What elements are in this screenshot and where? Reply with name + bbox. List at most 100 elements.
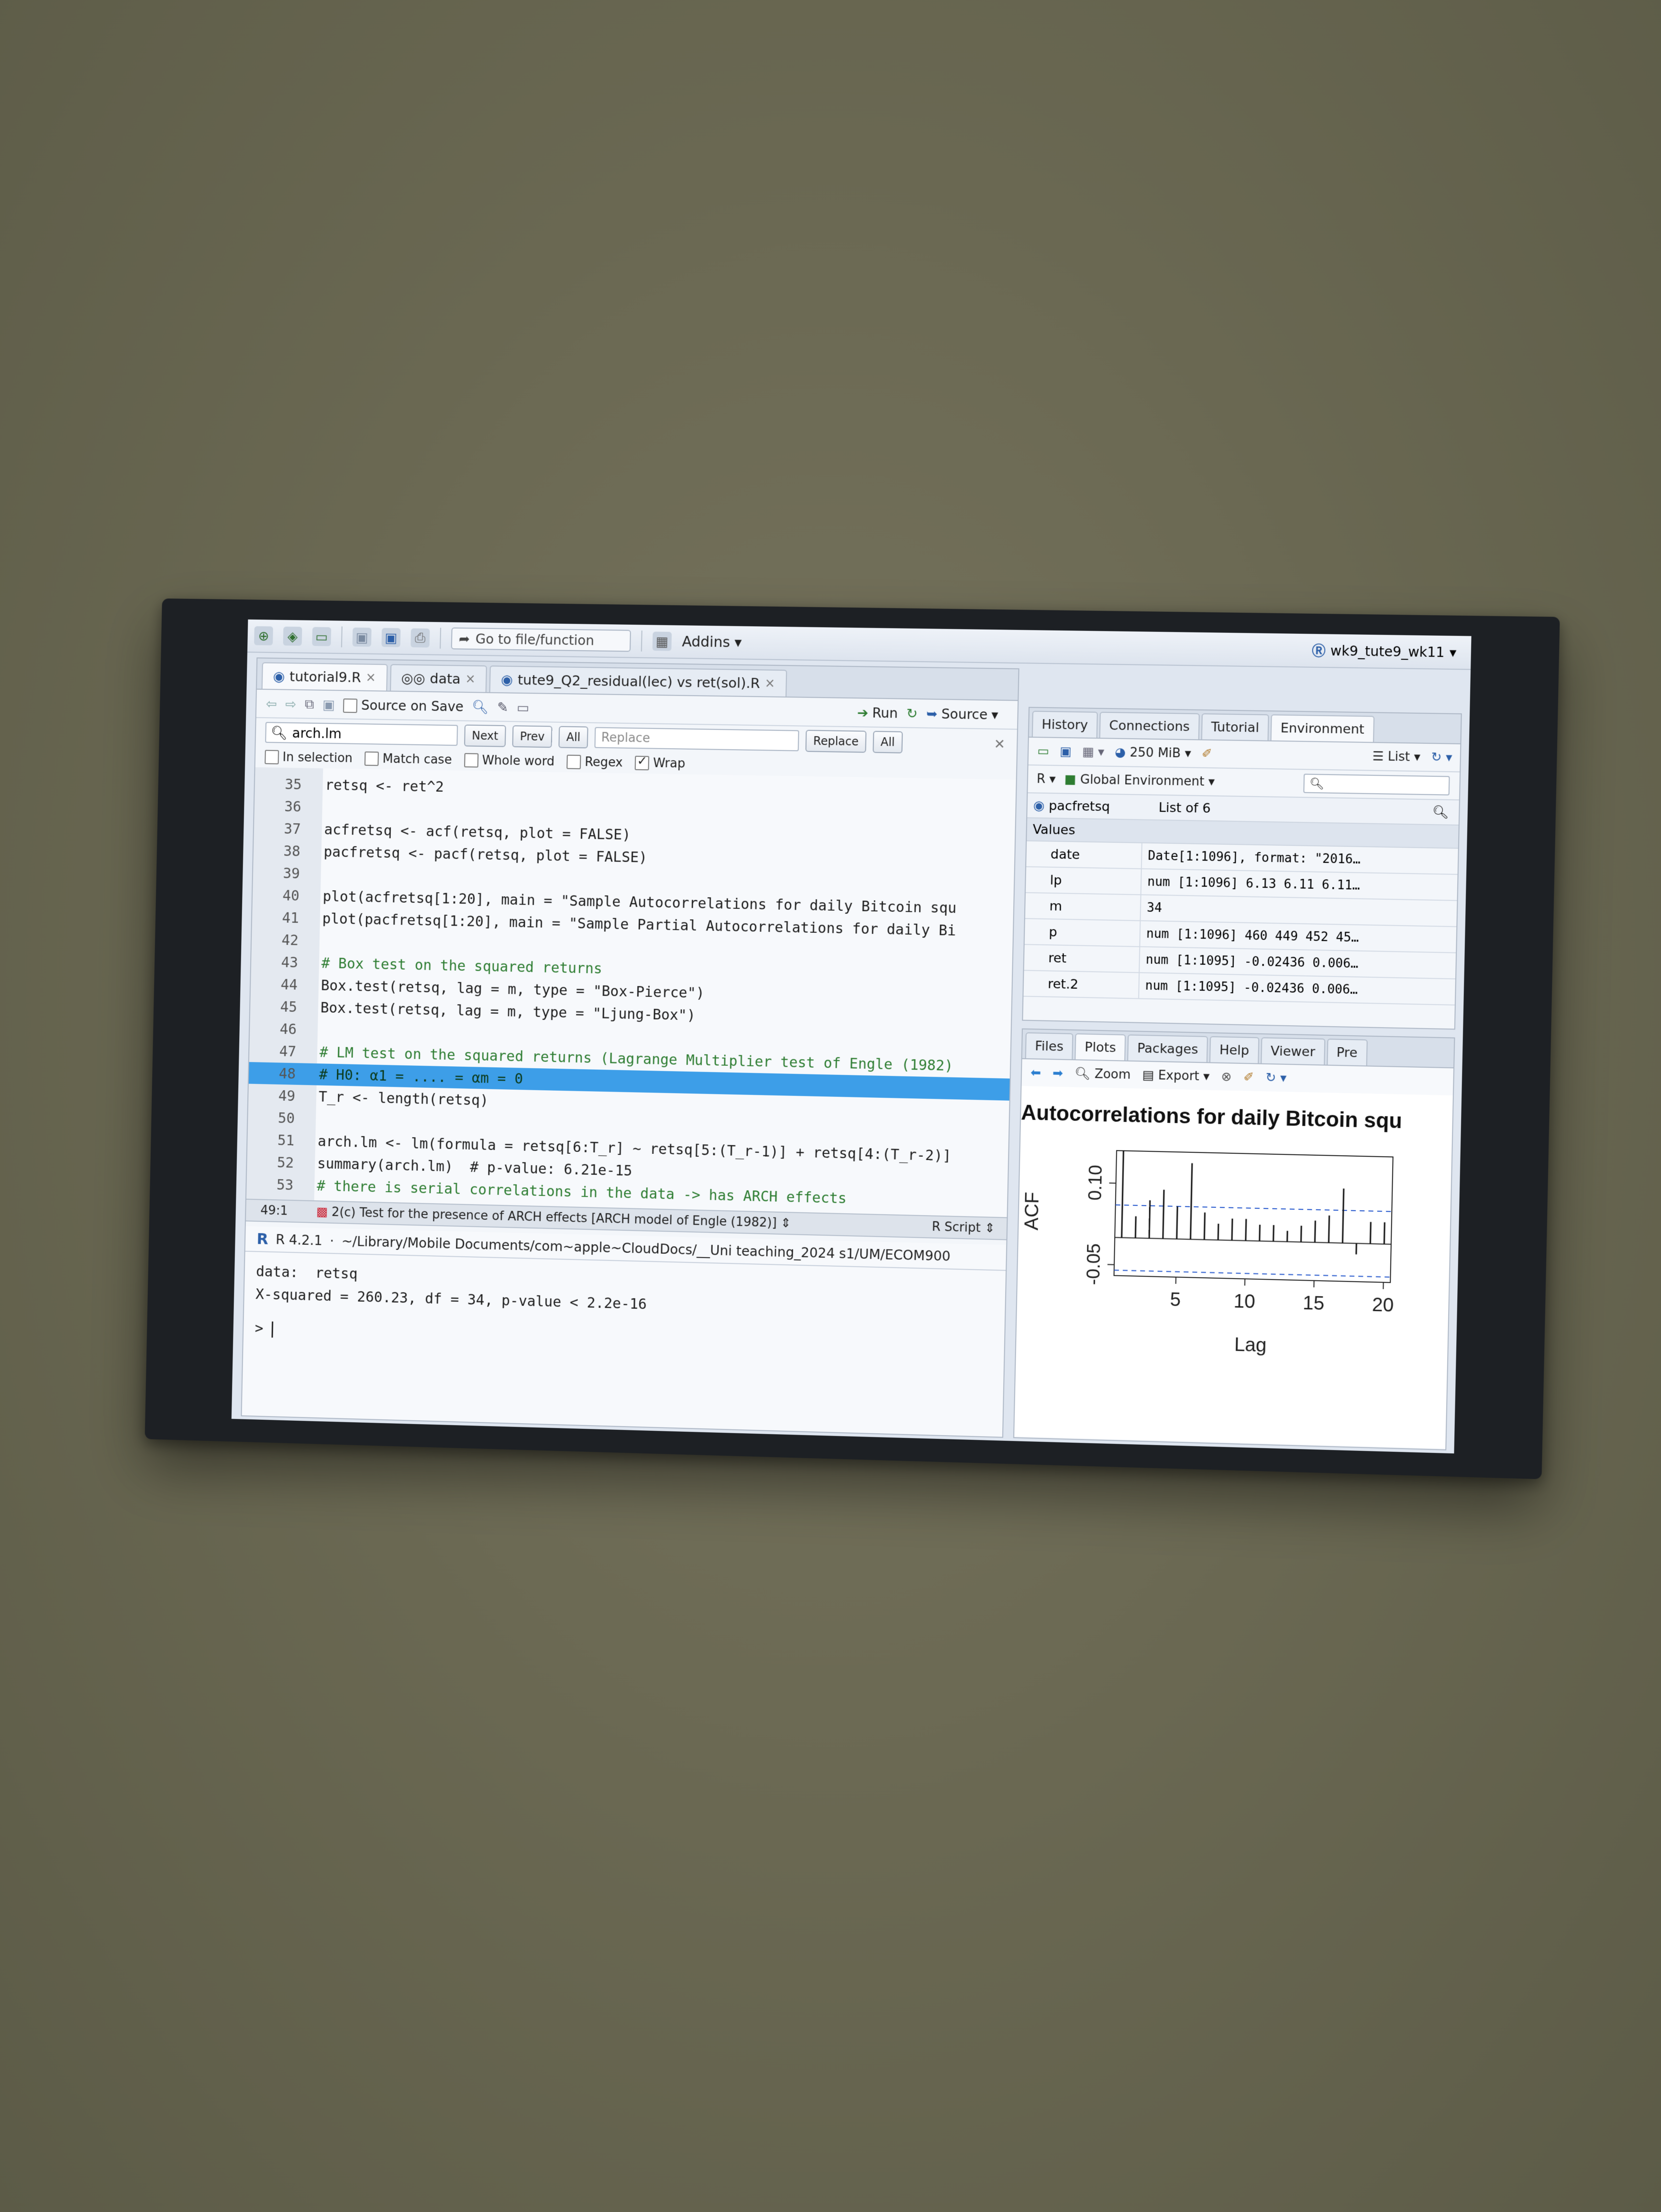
tab-connections[interactable]: Connections (1099, 712, 1200, 739)
tab-viewer[interactable]: Viewer (1261, 1037, 1325, 1064)
option-label: Whole word (482, 753, 554, 769)
export-menu[interactable]: ▤ Export ▾ (1142, 1068, 1209, 1084)
broom-icon[interactable]: ✐ (1202, 747, 1213, 762)
print-icon[interactable]: ⎙ (410, 628, 430, 647)
save-all-icon[interactable]: ▣ (381, 628, 400, 647)
save-workspace-icon[interactable]: ▣ (1060, 744, 1072, 759)
line-number: 45 (250, 998, 307, 1016)
console-pane[interactable]: R R 4.2.1 · ~/Library/Mobile Documents/c… (242, 1226, 1007, 1437)
line-number: 43 (251, 953, 308, 971)
checkbox[interactable] (265, 750, 279, 764)
tab-history[interactable]: History (1032, 711, 1098, 738)
list-view-menu[interactable]: ☰ List ▾ (1373, 749, 1421, 764)
checkbox-checked[interactable] (635, 756, 649, 770)
replace-all-button[interactable]: All (873, 731, 903, 753)
replace-button[interactable]: Replace (806, 730, 867, 753)
tab-environment[interactable]: Environment (1271, 714, 1374, 742)
option-label: Match case (382, 752, 452, 767)
search-icon[interactable]: 🔍︎ (472, 699, 489, 715)
wrap-option[interactable]: Wrap (635, 756, 685, 771)
line-number: 40 (253, 887, 309, 905)
save-icon[interactable]: ▣ (322, 697, 335, 712)
memory-usage[interactable]: ◕ 250 MiB ▾ (1115, 745, 1191, 761)
forward-icon[interactable]: ⇨ (285, 696, 297, 712)
variable-name: date (1026, 841, 1142, 868)
open-folder-icon[interactable]: ▭ (312, 627, 331, 646)
new-project-icon[interactable]: ◈ (283, 627, 302, 646)
broom-icon[interactable]: ✐ (1243, 1070, 1254, 1085)
file-type-menu[interactable]: R Script ⇕ (931, 1220, 995, 1236)
expand-icon[interactable]: ◉ (1033, 798, 1045, 813)
code-editor[interactable]: 35retsq <- ret^23637acfretsq <- acf(rets… (246, 767, 1016, 1217)
wand-icon[interactable]: ✎ (497, 699, 509, 715)
tab-plots[interactable]: Plots (1075, 1033, 1126, 1060)
console-prompt-line[interactable]: > (255, 1317, 993, 1360)
line-number: 52 (247, 1153, 303, 1171)
cursor-position: 49:1 (246, 1203, 302, 1219)
load-workspace-icon[interactable]: ▭ (1037, 744, 1049, 758)
import-dataset-icon[interactable]: ▦ ▾ (1082, 745, 1105, 760)
refresh-icon[interactable]: ↻ ▾ (1431, 750, 1452, 765)
in-selection-option[interactable]: In selection (265, 750, 353, 765)
tab-tute9[interactable]: ◉ tute9_Q2_residual(lec) vs ret(sol).R × (489, 665, 787, 697)
run-button[interactable]: ➔ Run (857, 705, 898, 721)
save-icon[interactable]: ▣ (353, 628, 372, 647)
close-icon[interactable]: × (365, 670, 376, 685)
whole-word-option[interactable]: Whole word (464, 753, 555, 769)
source-on-save-toggle[interactable]: Source on Save (343, 697, 464, 715)
ci-lower-line (1114, 1270, 1391, 1277)
x-axis-label: Lag (1234, 1334, 1267, 1356)
line-number: 51 (247, 1131, 304, 1149)
grid-icon[interactable]: ▦ (653, 631, 672, 651)
code-text: T_r <- length(retsq) (304, 1088, 488, 1109)
checkbox[interactable] (365, 752, 379, 766)
close-icon[interactable]: × (465, 672, 476, 686)
regex-option[interactable]: Regex (566, 754, 623, 770)
next-plot-icon[interactable]: ➡ (1052, 1066, 1063, 1081)
run-arrow-icon: ➔ (857, 705, 868, 720)
find-input[interactable]: 🔍︎ arch.lm (265, 722, 458, 746)
tab-presentation[interactable]: Pre (1327, 1039, 1367, 1065)
tab-tutorial9[interactable]: ◉ tutorial9.R × (262, 662, 388, 690)
addins-menu[interactable]: Addins ▾ (682, 633, 742, 651)
acf-bar (1370, 1222, 1371, 1244)
file-type-label: R Script (931, 1220, 981, 1236)
close-icon[interactable]: × (764, 676, 775, 690)
code-text (306, 1029, 320, 1030)
compile-report-icon[interactable]: ▭ (517, 699, 530, 715)
find-next-button[interactable]: Next (464, 725, 506, 747)
match-case-option[interactable]: Match case (365, 752, 452, 767)
export-label: Export (1158, 1068, 1200, 1084)
plots-pane: Files Plots Packages Help Viewer Pre ⬅ ➡… (1013, 1029, 1455, 1450)
new-file-icon[interactable]: ⊕ (254, 626, 273, 645)
magnify-icon[interactable]: 🔍︎ (1432, 804, 1450, 820)
list-label: List (1388, 750, 1410, 764)
scope-menu[interactable]: ■ Global Environment ▾ (1064, 772, 1215, 789)
zoom-button[interactable]: 🔍︎ Zoom (1074, 1066, 1131, 1082)
variable-value: Date[1:1096], format: "2016… (1142, 849, 1361, 867)
refresh-icon[interactable]: ↻ ▾ (1265, 1071, 1286, 1085)
show-in-window-icon[interactable]: ⧉ (305, 696, 314, 712)
tab-files[interactable]: Files (1025, 1032, 1074, 1059)
tab-data[interactable]: ◎◎ data × (390, 664, 487, 692)
environment-search-input[interactable]: 🔍︎ (1303, 774, 1450, 795)
project-menu[interactable]: Ⓡ wk9_tute9_wk11 ▾ (1312, 641, 1457, 662)
language-menu[interactable]: R ▾ (1037, 772, 1056, 786)
rerun-icon[interactable]: ↻ (906, 705, 918, 721)
remove-plot-icon[interactable]: ⊗ (1221, 1070, 1232, 1084)
checkbox[interactable] (464, 753, 478, 767)
tab-tutorial[interactable]: Tutorial (1201, 713, 1269, 741)
previous-plot-icon[interactable]: ⬅ (1030, 1065, 1041, 1080)
r-version: R 4.2.1 (276, 1231, 322, 1248)
close-find-icon[interactable]: ✕ (994, 736, 1005, 752)
find-all-button[interactable]: All (559, 726, 588, 749)
back-icon[interactable]: ⇦ (266, 696, 277, 711)
tab-packages[interactable]: Packages (1127, 1034, 1208, 1062)
go-to-file-input[interactable]: ➦ Go to file/function (451, 628, 631, 652)
tab-help[interactable]: Help (1209, 1036, 1259, 1063)
replace-input[interactable]: Replace (595, 727, 799, 752)
find-prev-button[interactable]: Prev (512, 725, 553, 748)
checkbox[interactable] (566, 755, 581, 769)
source-button[interactable]: ➥ Source ▾ (926, 706, 998, 722)
source-on-save-checkbox[interactable] (343, 698, 357, 713)
